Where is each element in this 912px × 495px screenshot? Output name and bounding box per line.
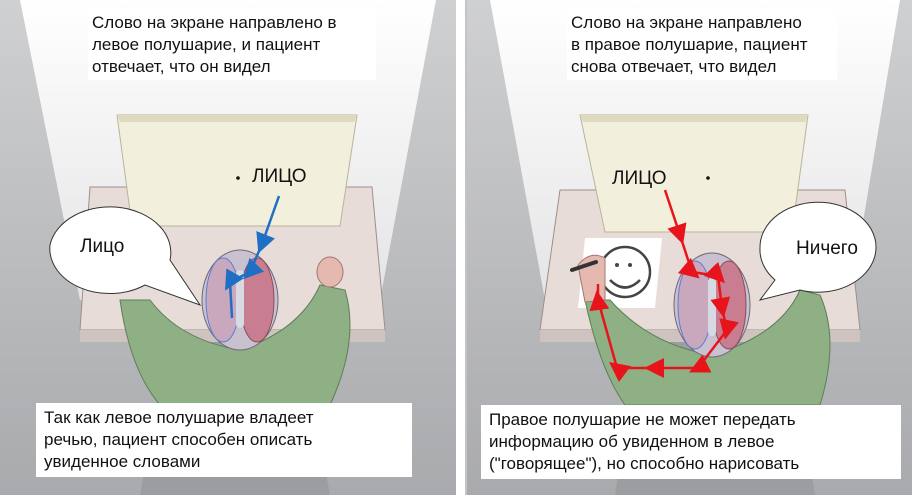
hand xyxy=(316,256,344,288)
left-caption-top: Слово на экране направлено в левое полуш… xyxy=(88,10,376,80)
left-caption-bottom: Так как левое полушарие владеет речью, п… xyxy=(36,403,412,477)
fixation-dot xyxy=(706,176,710,180)
divider xyxy=(456,0,466,495)
right-bubble-text: Ничего xyxy=(796,238,858,259)
right-caption-top: Слово на экране направлено в правое полу… xyxy=(567,10,837,80)
speech-bubble xyxy=(49,206,202,306)
right-screen-word: ЛИЦО xyxy=(612,168,667,189)
left-screen-word: ЛИЦО xyxy=(252,166,307,187)
left-panel-art xyxy=(0,0,456,495)
screen xyxy=(116,114,358,227)
right-caption-bottom: Правое полушарие не может передать инфор… xyxy=(481,405,901,479)
speech-bubble xyxy=(758,201,877,301)
left-bubble-text: Лицо xyxy=(80,236,125,257)
fixation-dot xyxy=(236,176,240,180)
